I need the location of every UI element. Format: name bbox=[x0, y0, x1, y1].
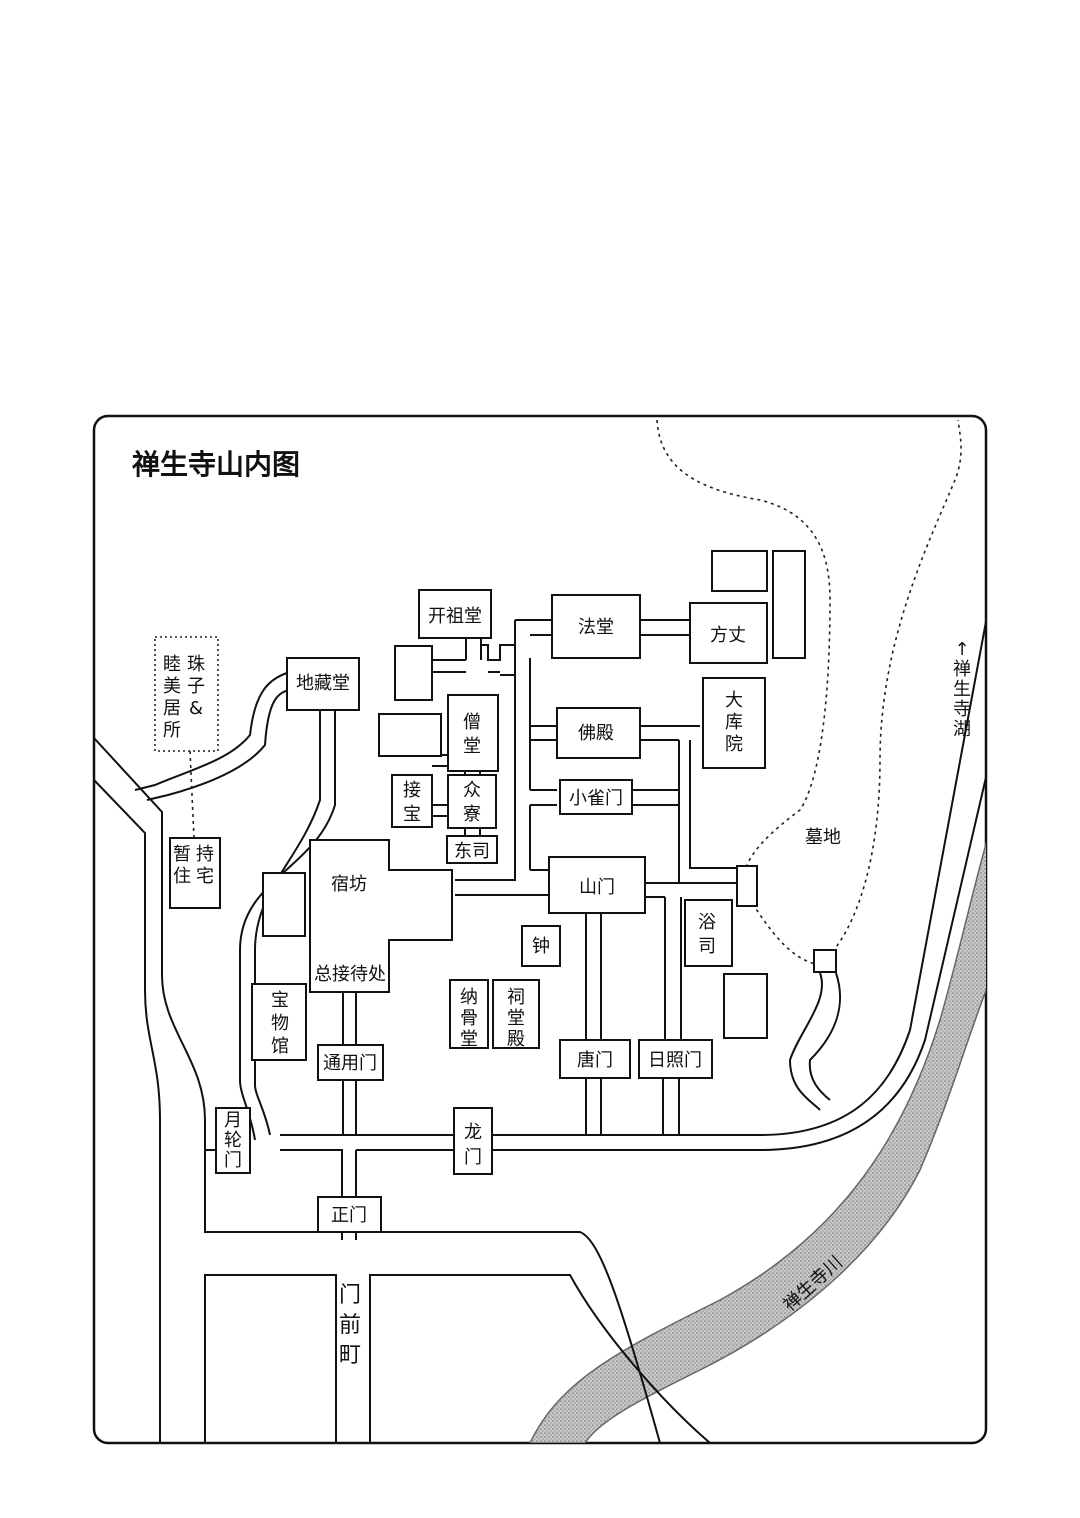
label-getsurin: 月轮门 bbox=[224, 1110, 242, 1171]
plain-building-w bbox=[378, 713, 442, 757]
label-kane: 钟 bbox=[532, 936, 550, 957]
label-shuko: 珠子& bbox=[187, 654, 205, 719]
small-shrine-cemetery bbox=[813, 949, 837, 973]
butsuden-hall bbox=[556, 707, 641, 759]
label-tosu: 东司 bbox=[454, 841, 490, 862]
sanmon-gate bbox=[548, 856, 646, 914]
label-toumon: 唐门 bbox=[577, 1050, 613, 1071]
jizo-path bbox=[254, 710, 321, 1136]
hojo-hall bbox=[689, 602, 768, 664]
label-sanmon: 山门 bbox=[579, 877, 615, 898]
label-ryumon: 龙门 bbox=[464, 1122, 482, 1168]
seimon-gate bbox=[317, 1196, 382, 1233]
label-homotsu: 宝物馆 bbox=[271, 990, 289, 1057]
map-title: 禅生寺山内图 bbox=[132, 448, 300, 481]
label-kuri: 大库院 bbox=[725, 690, 743, 755]
label-uketsuke: 总接待处 bbox=[314, 964, 386, 985]
ryumon-gate bbox=[453, 1107, 493, 1175]
label-kaiso: 开祖堂 bbox=[428, 606, 482, 627]
label-shukubo: 宿坊 bbox=[331, 874, 367, 895]
label-tsuyomon: 通用门 bbox=[323, 1053, 377, 1074]
lakeside-road-inner bbox=[280, 599, 986, 1136]
label-monzen: 门前町 bbox=[339, 1283, 361, 1368]
label-nisshomon: 日照门 bbox=[648, 1050, 702, 1071]
label-jizo: 地藏堂 bbox=[296, 673, 350, 694]
west-road-outer bbox=[94, 779, 161, 1443]
setsubo-hall bbox=[391, 774, 433, 828]
tsuyomon-gate bbox=[317, 1044, 384, 1081]
toumon-gate bbox=[559, 1039, 631, 1079]
label-hodo: 法堂 bbox=[578, 617, 614, 638]
label-hojo: 方丈 bbox=[710, 625, 746, 646]
tosu-hall bbox=[446, 835, 498, 864]
shukubo-hall bbox=[309, 839, 453, 993]
jizo-do bbox=[286, 657, 360, 711]
small-gate-east bbox=[736, 865, 758, 907]
south-cross-2 bbox=[341, 1232, 357, 1240]
label-setsubo: 接宝 bbox=[403, 780, 421, 825]
nokotsu-do bbox=[449, 979, 489, 1049]
homotsu-kan bbox=[251, 983, 307, 1061]
cemetery-path bbox=[788, 972, 842, 1111]
north-branch-inner bbox=[146, 689, 291, 801]
label-seimon: 正门 bbox=[331, 1205, 367, 1226]
west-road bbox=[94, 737, 661, 1443]
jizo-path-inner bbox=[239, 710, 336, 1141]
river bbox=[528, 829, 986, 1443]
label-shuryo: 众寮 bbox=[463, 780, 481, 825]
shuryo-hall bbox=[447, 774, 497, 829]
shido-hall bbox=[492, 979, 540, 1049]
plain-building-ne1 bbox=[711, 550, 768, 592]
north-branch bbox=[134, 671, 291, 791]
hodo-hall bbox=[551, 594, 641, 659]
kaiso-do bbox=[418, 589, 492, 639]
kane-bell bbox=[521, 925, 561, 967]
center-roads bbox=[342, 619, 745, 1135]
plain-building-ne2 bbox=[772, 550, 806, 659]
monzen-road-right bbox=[369, 1274, 711, 1443]
plain-building-se bbox=[723, 973, 768, 1039]
plain-building-kaiso bbox=[394, 645, 433, 701]
label-mutsumi: 睦美居所 bbox=[163, 654, 181, 741]
label-bochi: 墓地 bbox=[805, 827, 841, 848]
yokusu-hall bbox=[684, 899, 733, 967]
kuri-hall bbox=[702, 677, 766, 769]
label-jushoku: 暂住持宅 bbox=[173, 844, 214, 887]
nisshomon-gate bbox=[638, 1039, 713, 1079]
getsurin-gate bbox=[215, 1107, 251, 1174]
plain-building-west bbox=[262, 872, 306, 937]
label-yokusu: 浴司 bbox=[698, 912, 716, 957]
label-sodo: 僧堂 bbox=[463, 712, 481, 757]
jushoku-residence bbox=[169, 837, 221, 909]
mutsumi-connector bbox=[189, 750, 195, 839]
kojakumon-gate bbox=[559, 779, 633, 815]
label-kojakumon: 小雀门 bbox=[569, 788, 623, 809]
lakeside-road bbox=[356, 759, 986, 1151]
monzen-road-left bbox=[204, 1274, 337, 1443]
sodo-hall bbox=[447, 694, 499, 772]
label-lake: ↑禅生寺湖 bbox=[953, 639, 971, 740]
mutsumi-residence bbox=[154, 636, 219, 752]
label-nokotsu: 纳骨堂 bbox=[460, 987, 478, 1050]
label-butsuden: 佛殿 bbox=[578, 723, 614, 744]
label-shido: 祠堂殿 bbox=[507, 987, 525, 1050]
